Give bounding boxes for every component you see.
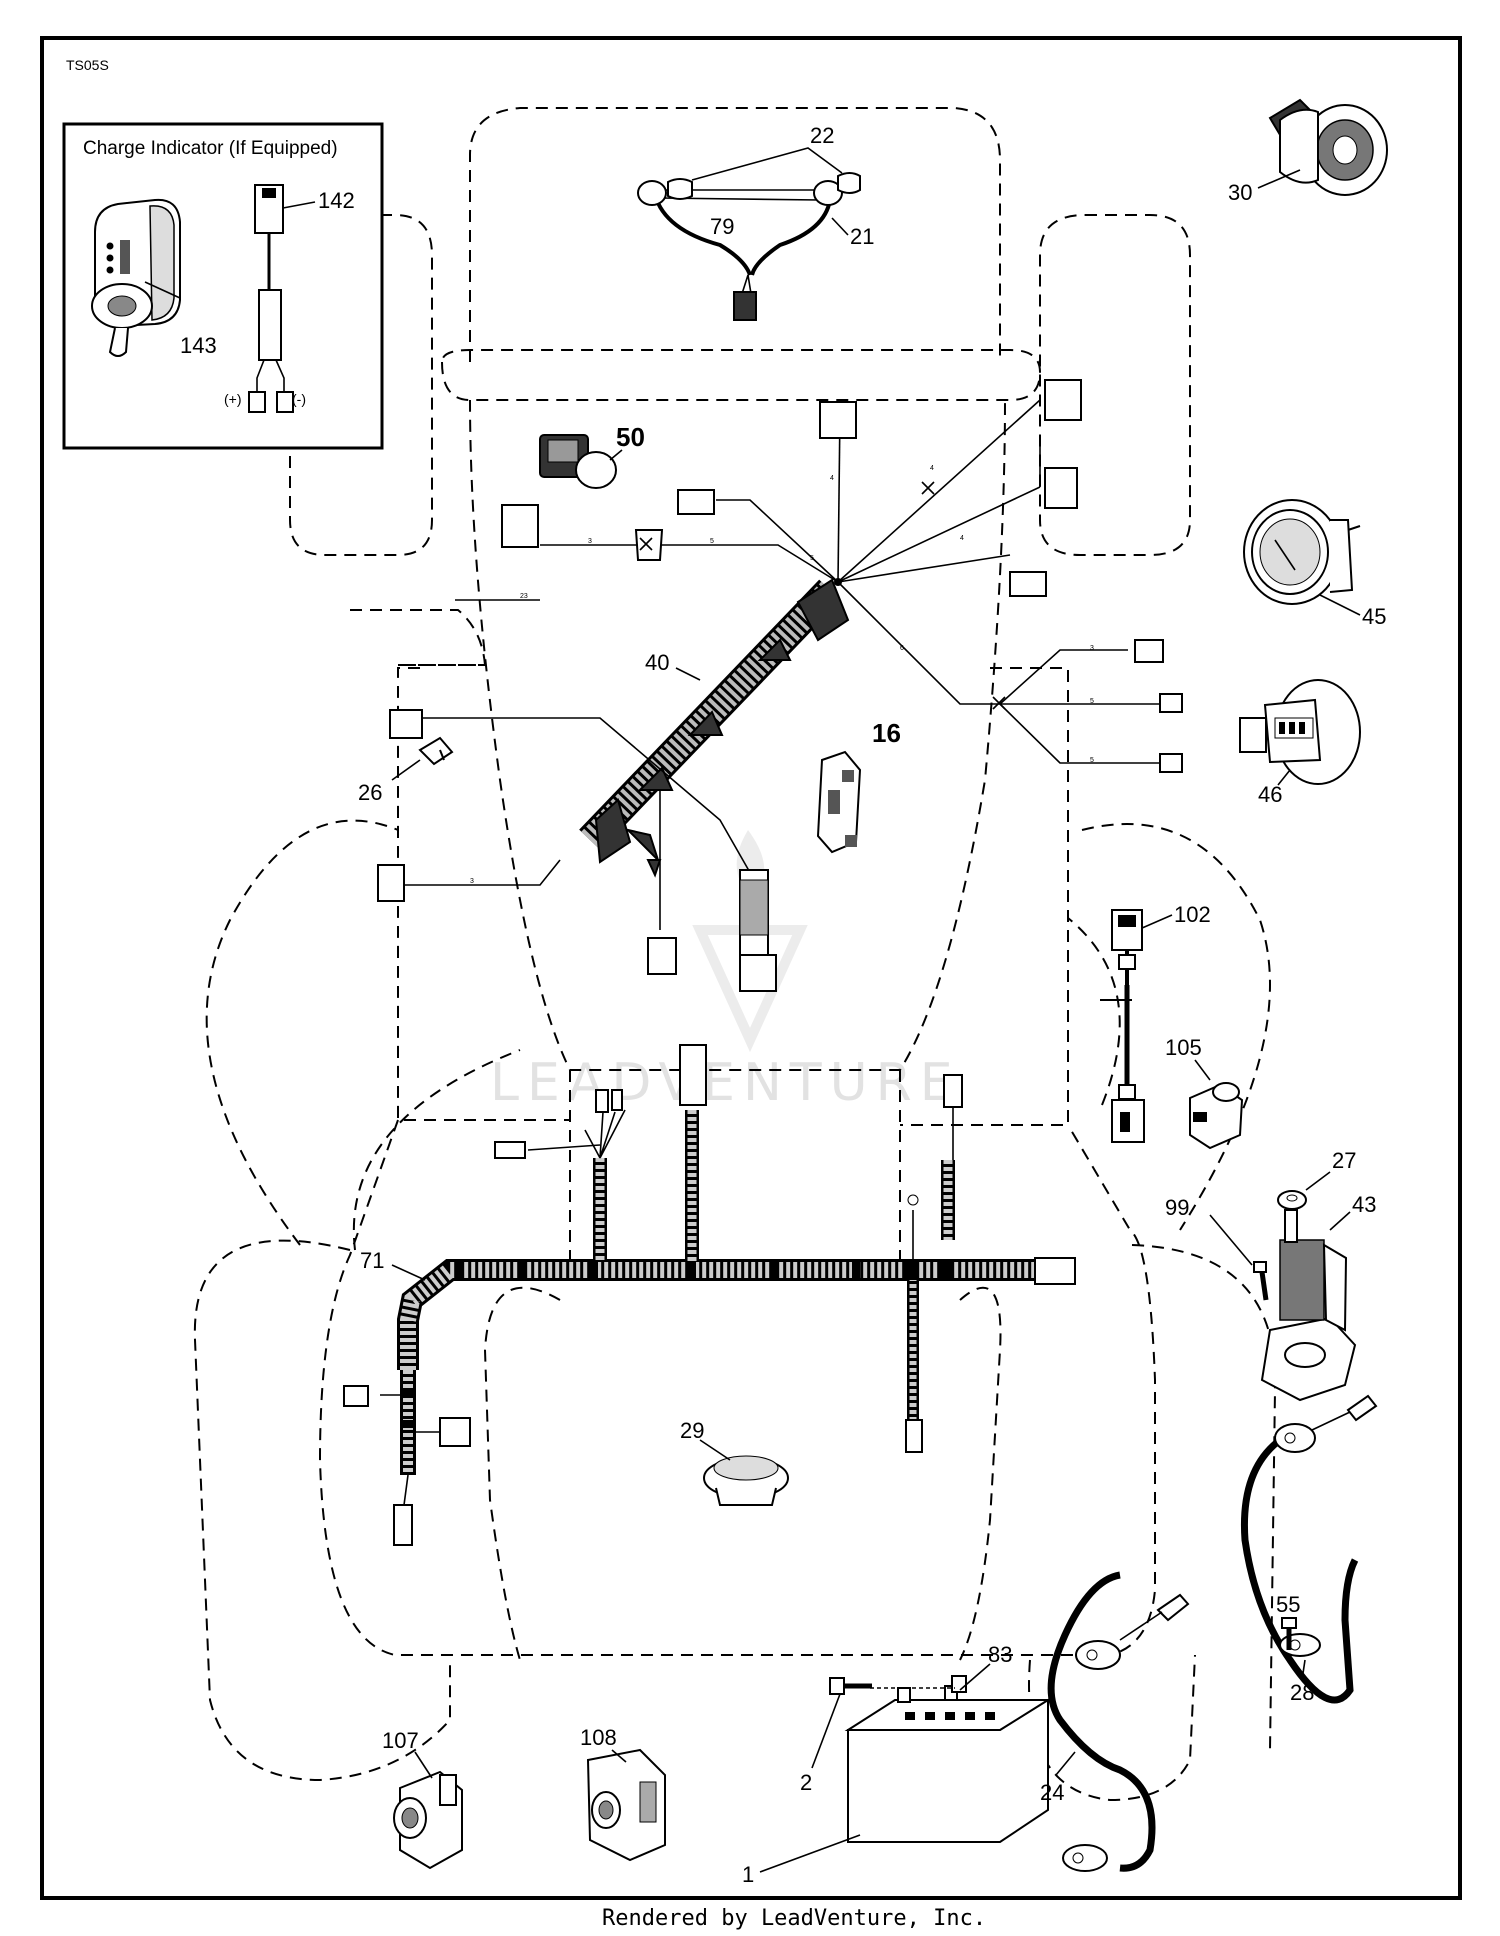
- charge-indicator-inset: Charge Indicator (If Equipped) 143: [62, 122, 384, 450]
- nut-part-27: [1277, 1190, 1307, 1210]
- callout-71: 71: [360, 1248, 384, 1273]
- svg-text:4: 4: [930, 465, 934, 472]
- watermark-text: LEADVENTURE: [490, 1053, 961, 1113]
- ground-cable-part-28: [1240, 1394, 1378, 1704]
- leader-105: [1194, 1059, 1211, 1081]
- switch-part-105: [1189, 1082, 1244, 1150]
- callout-26: 26: [358, 780, 382, 805]
- callout-46: 46: [1258, 782, 1282, 807]
- svg-text:3: 3: [588, 538, 592, 545]
- relay-part-16: [816, 750, 862, 854]
- callout-16: 16: [872, 718, 901, 748]
- leader-83: [959, 1663, 991, 1691]
- leader-24: [1055, 1751, 1076, 1776]
- headlight-harness-part-21: [637, 180, 843, 321]
- leader-50: [609, 449, 623, 461]
- leader-1: [759, 1834, 861, 1873]
- svg-text:4: 4: [960, 535, 964, 542]
- leader-142: [282, 201, 316, 209]
- charge-harness-part-142: [248, 184, 294, 413]
- leader-71: [391, 1264, 426, 1281]
- callout-40: 40: [645, 650, 669, 675]
- svg-text:3: 3: [470, 878, 474, 885]
- callout-1: 1: [742, 1862, 754, 1887]
- fuse-part-26: [418, 736, 454, 766]
- leader-2: [811, 1693, 841, 1769]
- leader-99: [1209, 1214, 1253, 1266]
- callout-107: 107: [382, 1728, 419, 1753]
- svg-text:5: 5: [810, 555, 814, 562]
- callout-79: 79: [710, 214, 734, 239]
- callout-50: 50: [616, 422, 645, 452]
- callout-55: 55: [1276, 1592, 1300, 1617]
- harness-part-102: [1100, 909, 1145, 1143]
- headlight-bulbs-part-22: [667, 172, 861, 200]
- battery-cable-part-24: [1047, 1571, 1190, 1872]
- leader-43: [1329, 1211, 1351, 1231]
- ignition-switch-part-30: [1268, 98, 1388, 196]
- callout-28: 28: [1290, 1680, 1314, 1705]
- leader-45: [1319, 594, 1361, 616]
- callout-29: 29: [680, 1418, 704, 1443]
- callout-24: 24: [1040, 1780, 1064, 1805]
- callout-105: 105: [1165, 1035, 1202, 1060]
- switch-part-107: [393, 1770, 463, 1870]
- positive-terminal-label: (+): [224, 391, 242, 407]
- callout-143: 143: [180, 333, 217, 358]
- drawing-code: TS05S: [66, 57, 109, 73]
- leader-107: [414, 1751, 433, 1779]
- callout-45: 45: [1362, 604, 1386, 629]
- svg-text:6: 6: [900, 645, 904, 652]
- callout-108: 108: [580, 1725, 617, 1750]
- gauge-part-45: [1243, 499, 1361, 605]
- leader-26: [391, 759, 421, 781]
- callout-22: 22: [810, 123, 834, 148]
- bolt-part-99: [1253, 1261, 1269, 1301]
- svg-text:4: 4: [830, 475, 834, 482]
- callout-102: 102: [1174, 902, 1211, 927]
- leader-46: [1277, 769, 1291, 786]
- battery-part-1: [844, 1685, 1052, 1843]
- leader-28: [1301, 1659, 1306, 1681]
- leader-22: [691, 147, 843, 181]
- callout-30: 30: [1228, 180, 1252, 205]
- switch-part-108: [586, 1748, 666, 1862]
- callout-2: 2: [800, 1770, 812, 1795]
- svg-text:5: 5: [710, 538, 714, 545]
- hour-meter-part-46: [1239, 679, 1361, 785]
- svg-text:3: 3: [1090, 645, 1094, 652]
- dash-harness-part-40: 3 5 5 4 4 4 6 3 5 5 23 3: [377, 379, 1183, 992]
- leader-108: [611, 1749, 627, 1763]
- grommet-part-29: [703, 1455, 789, 1506]
- drawing-frame: [40, 36, 1462, 1900]
- callout-27: 27: [1332, 1148, 1356, 1173]
- charge-indicator-part-143: [91, 198, 181, 357]
- svg-text:5: 5: [1090, 698, 1094, 705]
- inset-title: Charge Indicator (If Equipped): [83, 138, 338, 159]
- negative-terminal-label: (-): [292, 391, 306, 407]
- solenoid-part-43: [1260, 1209, 1357, 1402]
- callout-43: 43: [1352, 1192, 1376, 1217]
- footer-credit: Rendered by LeadVenture, Inc.: [602, 1906, 986, 1931]
- bolt-part-55: [1281, 1617, 1297, 1650]
- callout-99: 99: [1165, 1195, 1189, 1220]
- leader-21: [831, 217, 849, 236]
- callout-21: 21: [850, 224, 874, 249]
- callout-142: 142: [318, 188, 355, 213]
- leader-27: [1305, 1171, 1331, 1191]
- switch-part-50: [539, 434, 617, 489]
- svg-text:23: 23: [520, 593, 528, 600]
- leader-40: [675, 667, 701, 681]
- leader-102: [1141, 914, 1173, 929]
- main-harness-part-71: [343, 1044, 1076, 1546]
- svg-text:5: 5: [1090, 757, 1094, 764]
- callout-83: 83: [988, 1642, 1012, 1667]
- leader-143: [144, 281, 181, 299]
- leader-30: [1257, 169, 1301, 189]
- leader-29: [699, 1439, 731, 1461]
